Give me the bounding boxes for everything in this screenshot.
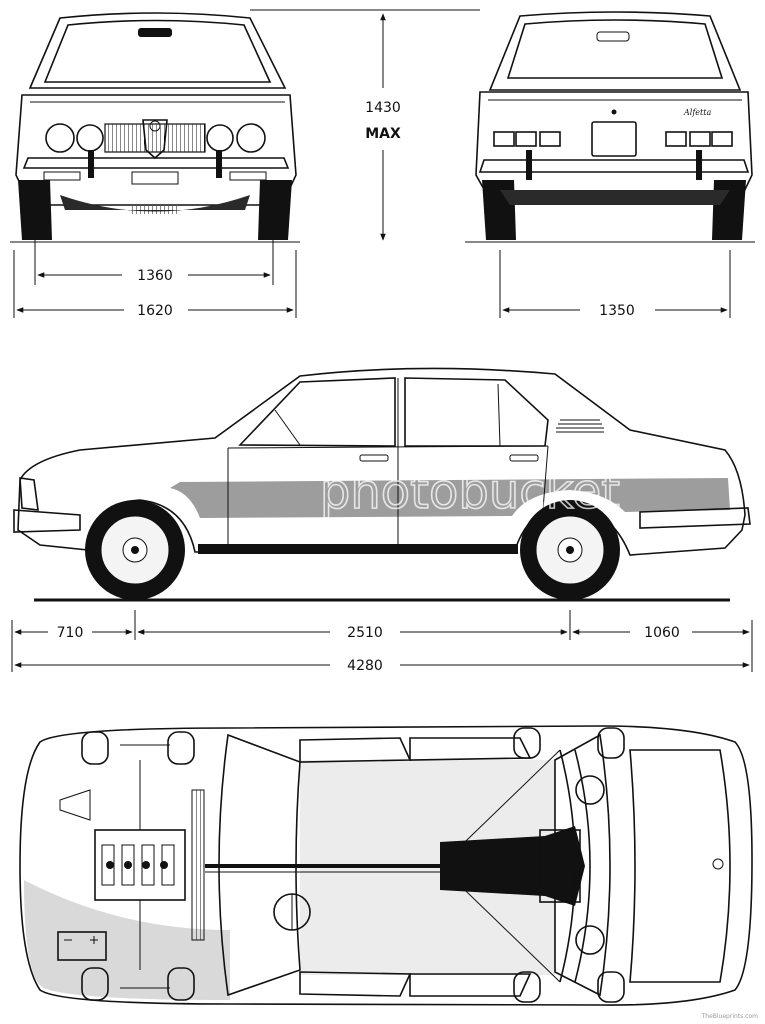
side-view: photobucket — [13, 367, 751, 602]
taillight-icon — [539, 131, 561, 147]
taillight-icon — [711, 131, 733, 147]
top-rear-window — [554, 733, 611, 997]
wheelbase-label: 2510 — [347, 625, 383, 641]
transaxle — [440, 826, 585, 906]
side-dimensions: 710 2510 1060 4280 — [11, 610, 753, 674]
fog-lamp — [43, 171, 81, 181]
top-wheel — [81, 967, 109, 1001]
front-grille — [104, 123, 206, 153]
height-max-label: MAX — [365, 126, 401, 142]
rear-dimensions: 1350 — [499, 250, 731, 319]
front-overhang-label: 710 — [57, 625, 84, 641]
side-headlight — [19, 477, 39, 511]
top-view — [19, 725, 753, 1006]
c-pillar-vent — [556, 419, 604, 433]
headlight-icon — [76, 124, 104, 152]
overrider — [216, 150, 222, 178]
radiator — [191, 789, 205, 941]
door-handle — [359, 454, 389, 462]
mirror-icon — [138, 28, 172, 37]
side-stripe — [170, 478, 730, 518]
side-front-bumper — [13, 509, 81, 533]
front-tyre — [18, 180, 52, 240]
rear-overhang-label: 1060 — [644, 625, 680, 641]
headlight-icon — [206, 124, 234, 152]
rocker-panel — [198, 544, 518, 554]
rear-bumper — [478, 159, 750, 173]
top-wheel — [597, 971, 625, 1003]
side-body — [17, 367, 746, 556]
rear-window — [506, 19, 724, 79]
credit-text: TheBlueprints.com — [701, 1013, 759, 1020]
front-roof — [28, 12, 287, 89]
front-view — [10, 12, 300, 243]
rear-wheel — [520, 500, 620, 600]
headlight-icon — [45, 123, 75, 153]
license-plate — [131, 171, 179, 185]
badge-icon — [149, 120, 161, 132]
headlight-icon — [236, 123, 266, 153]
door-handle — [509, 454, 539, 462]
shield-grille-icon — [142, 119, 168, 160]
height-value-label: 1430 — [365, 100, 401, 116]
overrider — [88, 150, 94, 178]
rear-roof — [488, 11, 742, 91]
height-dimension: 1430 MAX — [250, 9, 480, 241]
taillight-icon — [493, 131, 515, 147]
front-windshield — [43, 19, 272, 83]
rear-tyre — [712, 180, 746, 240]
rear-badge: Alfetta — [683, 108, 711, 117]
top-body-outline — [19, 725, 753, 1006]
front-track-label: 1360 — [137, 268, 173, 284]
taillight-icon — [665, 131, 687, 147]
taillight-icon — [515, 131, 537, 147]
top-wheel — [167, 731, 195, 765]
top-wheel — [167, 967, 195, 1001]
top-wheel — [513, 971, 541, 1003]
top-wheel — [513, 727, 541, 759]
front-bumper — [22, 157, 290, 169]
fog-lamp — [229, 171, 267, 181]
battery-icon — [57, 931, 107, 961]
rear-license-plate — [591, 121, 637, 157]
top-windshield — [218, 733, 301, 997]
front-door-window — [238, 377, 396, 447]
rear-door-window — [404, 377, 549, 447]
rear-axle — [559, 749, 576, 983]
side-rear-bumper — [639, 507, 751, 529]
top-wheel — [81, 731, 109, 765]
front-dimensions: 1360 1620 — [13, 228, 297, 319]
rear-track-label: 1350 — [599, 303, 635, 319]
trunk-lid — [629, 749, 731, 983]
front-width-label: 1620 — [137, 303, 173, 319]
engine-block — [94, 829, 186, 901]
taillight-icon — [689, 131, 711, 147]
length-label: 4280 — [347, 658, 383, 674]
front-tyre — [258, 180, 292, 240]
front-wheel — [85, 500, 185, 600]
top-wheel — [597, 727, 625, 759]
rear-view: Alfetta — [465, 11, 755, 243]
watermark: photobucket — [320, 464, 620, 520]
top-shade-front — [24, 880, 230, 1000]
rear-tyre — [482, 180, 516, 240]
